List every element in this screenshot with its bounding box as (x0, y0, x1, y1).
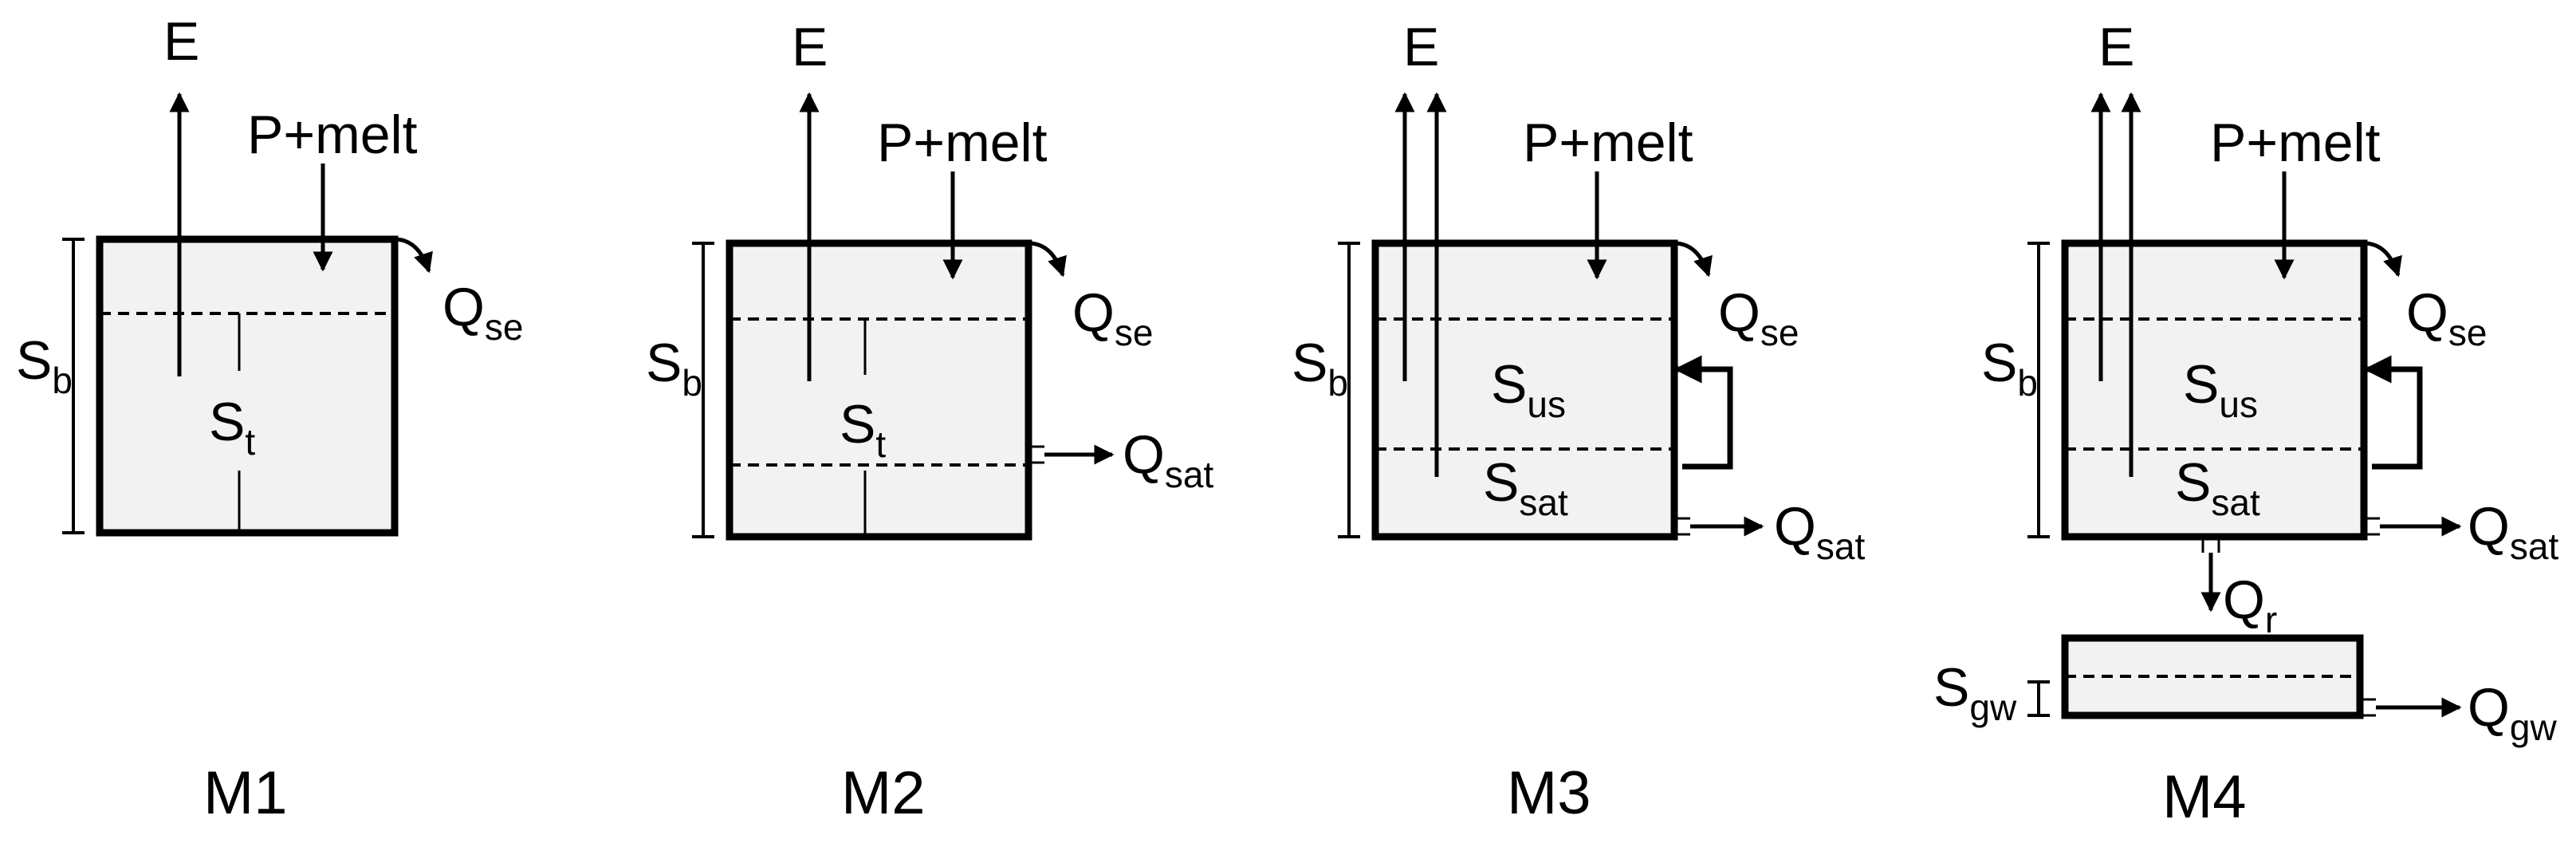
groundwater-storage-label: Sgw (1933, 657, 2017, 728)
bucket-store (1371, 239, 1678, 541)
internal-exchange-arrow (2363, 355, 2423, 470)
precip-melt-label: P+melt (877, 112, 1048, 173)
saturated-flow-label: Qsat (1123, 424, 1213, 495)
bucket-storage-label: Sb (16, 330, 73, 401)
surface-excess-arrow (394, 237, 433, 274)
total-storage-label: St (209, 392, 255, 463)
bucket-storage-label: Sb (646, 333, 702, 404)
precip-melt-label: P+melt (2210, 112, 2381, 173)
surface-excess-label: Qse (1072, 282, 1154, 353)
bucket-store (96, 235, 399, 537)
model-m2: E P+melt Sb Qse Qsat St M2 (646, 17, 1213, 827)
model-title: M1 (203, 759, 288, 827)
evaporation-label: E (163, 11, 199, 72)
evaporation-label: E (2098, 17, 2134, 77)
recharge-pipe (2201, 537, 2220, 553)
model-title: M4 (2162, 763, 2247, 831)
bucket-storage-label: Sb (1292, 333, 1348, 404)
model-m3: E P+melt Sb Qse Qsat Sus Ssat M3 (1292, 17, 1865, 827)
saturated-flow-label: Qsat (2468, 496, 2558, 567)
bucket-storage-label: Sb (1981, 333, 2038, 404)
groundwater-flow-label: Qgw (2468, 677, 2557, 748)
surface-excess-arrow (1673, 241, 1713, 278)
saturated-outlet-pipe (1028, 445, 1044, 464)
surface-excess-label: Qse (2406, 282, 2488, 353)
saturated-storage-label: Ssat (2175, 452, 2260, 523)
unsaturated-storage-label: Sus (2183, 354, 2258, 425)
saturated-outlet-pipe (1674, 517, 1690, 536)
saturated-storage-label: Ssat (1483, 452, 1568, 523)
surface-excess-arrow (2363, 241, 2402, 278)
groundwater-outlet-pipe (2360, 698, 2376, 717)
recharge-label: Qr (2223, 569, 2277, 640)
surface-excess-arrow (1028, 241, 1067, 278)
bucket-store (2061, 239, 2368, 541)
evaporation-label: E (792, 17, 828, 77)
saturated-flow-label: Qsat (1774, 496, 1865, 567)
model-m1: E P+melt Sb Qse St M1 (16, 11, 524, 827)
total-storage-label: St (840, 394, 886, 465)
model-title: M2 (841, 759, 926, 827)
internal-exchange-arrow (1673, 355, 1733, 470)
precip-melt-label: P+melt (247, 104, 418, 165)
surface-excess-label: Qse (1718, 282, 1799, 353)
model-title: M3 (1507, 759, 1591, 827)
evaporation-label: E (1403, 17, 1439, 77)
unsaturated-storage-label: Sus (1491, 354, 1566, 425)
saturated-outlet-pipe (2364, 517, 2380, 536)
precip-melt-label: P+melt (1523, 112, 1693, 173)
bucket-store (726, 239, 1032, 541)
model-m4: E P+melt Sb Qse Qsat Qr Sus Ssat Sgw Qgw… (1933, 17, 2558, 831)
surface-excess-label: Qse (442, 277, 524, 348)
